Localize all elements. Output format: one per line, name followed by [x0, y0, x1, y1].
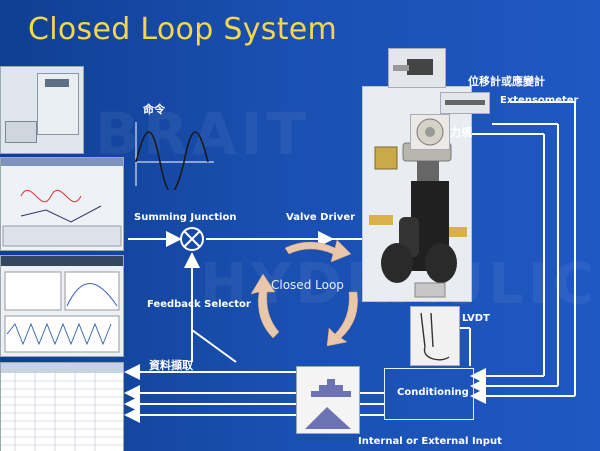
load-cell-image	[410, 114, 450, 150]
slide-title: Closed Loop System	[28, 12, 338, 47]
valve-driver-label: Valve Driver	[286, 212, 356, 223]
load-cell-label: 力規	[450, 126, 472, 139]
displacement-strain-label: 位移計或應變計	[468, 75, 545, 88]
closed-loop-arrows	[250, 239, 358, 347]
lvdt-label: LVDT	[462, 313, 490, 324]
data-acquisition-label: 資料擷取	[149, 359, 193, 372]
software-screen-2	[0, 255, 124, 357]
watermark-line1: BRAIT	[95, 100, 310, 168]
extensometer-image	[388, 48, 446, 88]
summing-junction-label: Summing Junction	[134, 212, 237, 223]
closed-loop-label: Closed Loop	[271, 278, 344, 292]
command-label: 命令	[143, 103, 165, 116]
lvdt-image	[410, 306, 460, 366]
selector-switch	[191, 329, 237, 363]
extensometer-label: Extensometer	[500, 95, 579, 106]
input-generator-panel	[296, 366, 360, 434]
conditioning-box: Conditioning	[384, 368, 474, 420]
data-spreadsheet	[0, 362, 124, 451]
extensometer-clip-image	[440, 92, 490, 114]
input-label: Internal or External Input	[358, 436, 502, 447]
conditioning-label: Conditioning	[397, 387, 469, 398]
software-screen-1	[0, 157, 124, 251]
summing-junction-icon	[180, 227, 204, 251]
controller-hardware-image	[0, 66, 84, 154]
command-waveform	[135, 122, 214, 190]
feedback-selector-label: Feedback Selector	[147, 299, 251, 310]
